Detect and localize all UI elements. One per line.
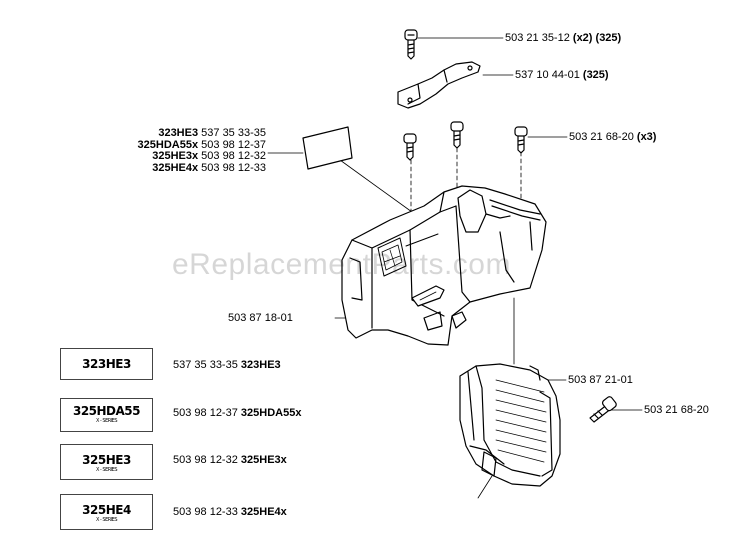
quantity: (x3) [636, 131, 657, 143]
screw-top-icon [404, 29, 418, 60]
decal-list-item: 325HDA55x 503 98 12-37 [137, 138, 266, 151]
part-number: 503 21 68-20 [644, 404, 709, 416]
decal-art: 325HE4 [82, 503, 131, 517]
housing-icon [341, 185, 547, 346]
decal-caption: 503 98 12-32 325HE3x [173, 454, 287, 466]
decal-art: 325HE3 [82, 453, 131, 467]
decal-caption: 503 98 12-33 325HE4x [173, 506, 287, 518]
callout-housing: 503 87 18-01 [228, 312, 293, 325]
decal-sub: X - SERIES [95, 418, 118, 424]
decal-caption: 537 35 33-35 323HE3 [173, 359, 281, 371]
decal-part-list: 323HE3 537 35 33-35 325HDA55x 503 98 12-… [110, 127, 266, 174]
screw-mid-left-icon [403, 133, 417, 161]
callout-screw-mid: 503 21 68-20 (x3) [569, 131, 656, 144]
decal-list-item: 323HE3 537 35 33-35 [158, 127, 266, 139]
bracket-icon [397, 61, 481, 109]
part-number: 537 10 44-01 [515, 69, 580, 81]
decal-art: 325HDA55 [72, 404, 141, 418]
screw-side-icon [589, 396, 617, 423]
part-number: 503 21 68-20 [569, 131, 634, 143]
decal-325hda55: 325HDA55 X - SERIES [60, 398, 153, 432]
watermark: eReplacementParts.com [172, 248, 511, 281]
decal-sub: X - SERIES [95, 467, 118, 473]
decal-list-item: 325HE4x 503 98 12-33 [152, 161, 266, 174]
callout-cover: 503 87 21-01 [568, 374, 633, 387]
part-number: 503 87 18-01 [228, 312, 293, 324]
screw-mid-center-icon [450, 121, 464, 149]
part-number: 503 21 35-12 [505, 32, 570, 44]
screw-mid-right-icon [514, 126, 528, 154]
callout-screw-side: 503 21 68-20 [644, 404, 709, 417]
callout-screw-top: 503 21 35-12 (x2) (325) [505, 32, 621, 45]
decal-325he4: 325HE4 X - SERIES [60, 494, 153, 530]
decal-325he3: 325HE3 X - SERIES [60, 444, 153, 480]
label-plate-icon [302, 126, 353, 170]
decal-sub: X - SERIES [95, 517, 118, 523]
decal-323he3: 323HE3 [60, 348, 153, 380]
decal-list-item: 325HE3x 503 98 12-32 [152, 150, 266, 162]
decal-art: 323HE3 [82, 357, 131, 371]
model-note: (325) [582, 69, 609, 81]
part-number: 503 87 21-01 [568, 374, 633, 386]
callout-bracket: 537 10 44-01 (325) [515, 69, 609, 82]
cover-icon [459, 363, 561, 487]
model-note: (325) [595, 32, 622, 44]
decal-caption: 503 98 12-37 325HDA55x [173, 407, 302, 419]
quantity: (x2) [572, 32, 593, 44]
